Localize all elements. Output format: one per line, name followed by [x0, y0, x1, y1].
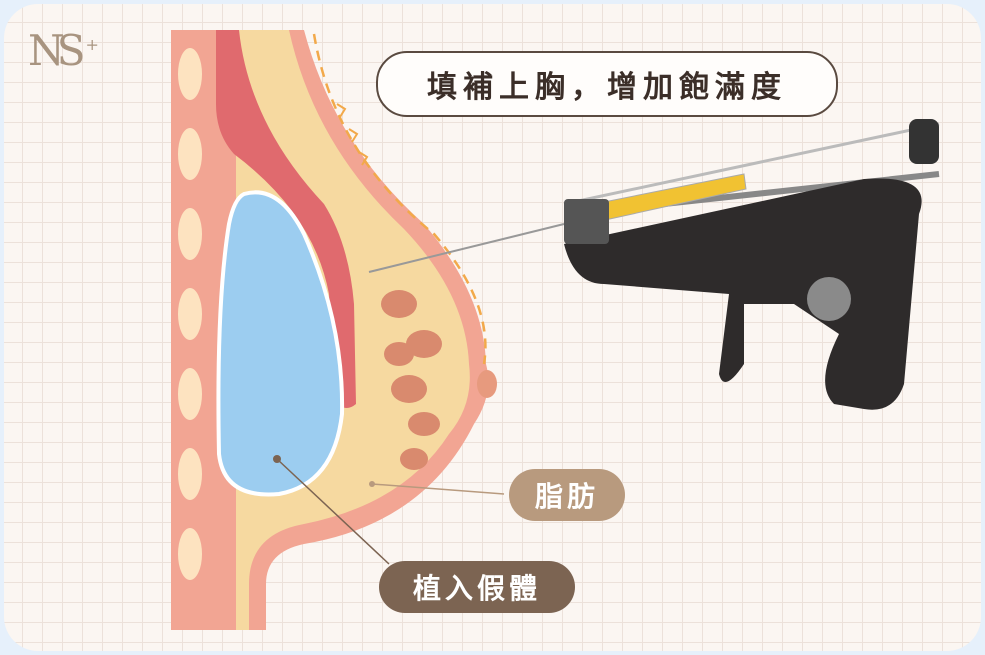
- enhanced-contour-line: [312, 33, 487, 365]
- implant-pointer: [276, 458, 390, 565]
- speech-bubble: 填補上胸，增加飽滿度: [376, 51, 838, 117]
- fat-pointer: [371, 483, 505, 495]
- nipple: [477, 370, 497, 398]
- logo: NS+: [28, 26, 99, 75]
- knob: [807, 277, 851, 321]
- diagram-card: NS+ 填補上胸，增加飽滿度 脂肪 植入假體: [4, 4, 981, 651]
- label-implant: 植入假體: [379, 561, 575, 613]
- gun-body: [564, 178, 922, 410]
- mammary-glands: [381, 290, 442, 470]
- pectoral-muscle: [216, 30, 356, 408]
- label-fat: 脂肪: [509, 469, 625, 521]
- implant: [216, 190, 345, 497]
- ribs: [178, 48, 202, 580]
- cannula: [368, 223, 565, 273]
- arrow-icons: [336, 103, 369, 166]
- illustration: [171, 30, 940, 630]
- fat-injection-gun: [368, 119, 940, 410]
- syringe-holder: [564, 199, 609, 244]
